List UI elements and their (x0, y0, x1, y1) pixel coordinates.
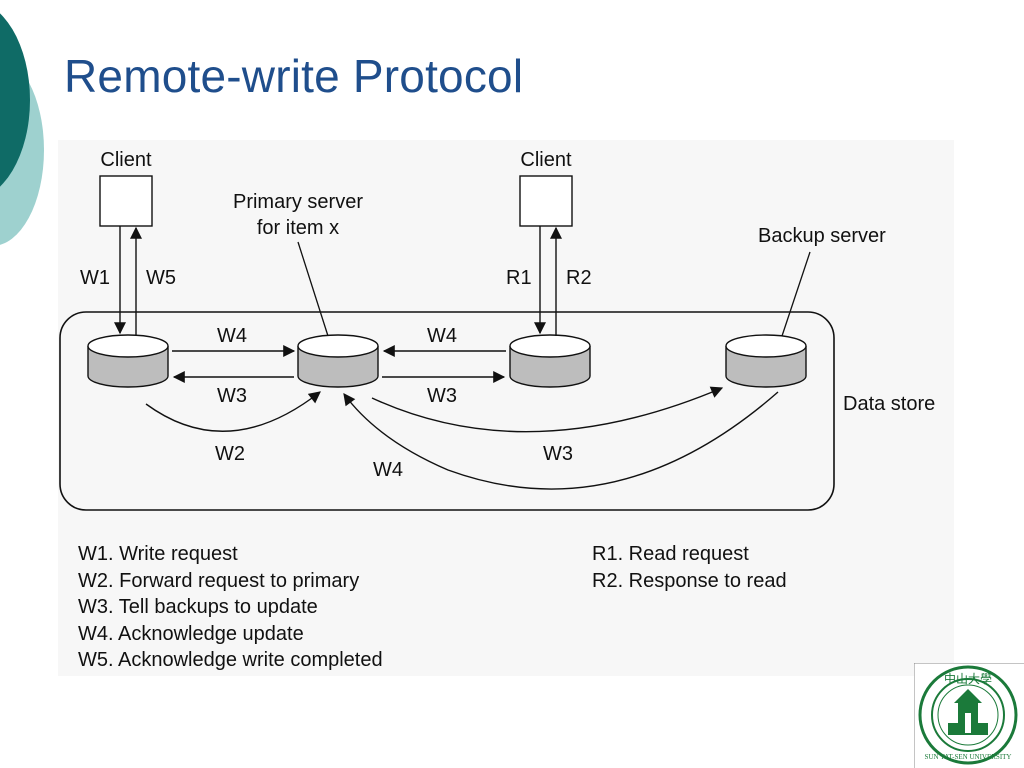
label-r1: R1 (506, 267, 532, 289)
legend-left: W1. Write request W2. Forward request to… (78, 543, 383, 671)
primary-server-label-line2: for item x (257, 217, 339, 239)
backup-server-label: Backup server (758, 225, 886, 247)
label-w5: W5 (146, 267, 176, 289)
slide-title: Remote-write Protocol (64, 50, 524, 102)
legend-item: W3. Tell backups to update (78, 596, 318, 618)
label-r2: R2 (566, 267, 592, 289)
client-left-label: Client (100, 149, 152, 171)
legend-item: R2. Response to read (592, 570, 787, 592)
arrow-w2 (145, 391, 321, 432)
label-w4-right: W4 (427, 325, 457, 347)
data-store-label: Data store (843, 393, 935, 415)
label-w1: W1 (80, 267, 110, 289)
legend-right: R1. Read request R2. Response to read (592, 543, 787, 592)
deco-dark-shape (0, 13, 30, 187)
primary-server-label: Primary server (233, 191, 363, 213)
data-store-box (59, 311, 835, 511)
label-w3-backup: W3 (543, 443, 573, 465)
diagram-canvas: Client Client Primary server for item x … (59, 149, 935, 671)
label-w2: W2 (215, 443, 245, 465)
server-cylinder-primary (297, 334, 379, 388)
university-logo: 中山大學 SUN YAT-SEN UNIVERSITY (914, 663, 1024, 768)
logo-chinese-text: 中山大學 (944, 671, 992, 686)
primary-pointer-line (297, 241, 329, 337)
logo-english-text: SUN YAT-SEN UNIVERSITY (925, 753, 1012, 761)
label-w3-left: W3 (217, 385, 247, 407)
client-right-label: Client (520, 149, 572, 171)
client-left-box (99, 175, 153, 227)
remote-write-diagram: Client Client Primary server for item x … (58, 140, 954, 676)
label-w3-right: W3 (427, 385, 457, 407)
arrow-w4-backup (343, 391, 779, 490)
server-cylinder-right (509, 334, 591, 388)
legend-item: W2. Forward request to primary (78, 570, 359, 592)
arrow-w3-backup (371, 386, 724, 433)
client-right-box (519, 175, 573, 227)
decorative-shape (0, 13, 44, 245)
legend-item: W1. Write request (78, 543, 238, 565)
backup-pointer-line (781, 251, 811, 337)
label-w4-backup: W4 (373, 459, 403, 481)
server-cylinder-backup (725, 334, 807, 388)
legend-item: R1. Read request (592, 543, 749, 565)
legend-item: W4. Acknowledge update (78, 623, 304, 645)
server-cylinder-left (87, 334, 169, 388)
legend-item: W5. Acknowledge write completed (78, 649, 383, 671)
label-w4-left: W4 (217, 325, 247, 347)
